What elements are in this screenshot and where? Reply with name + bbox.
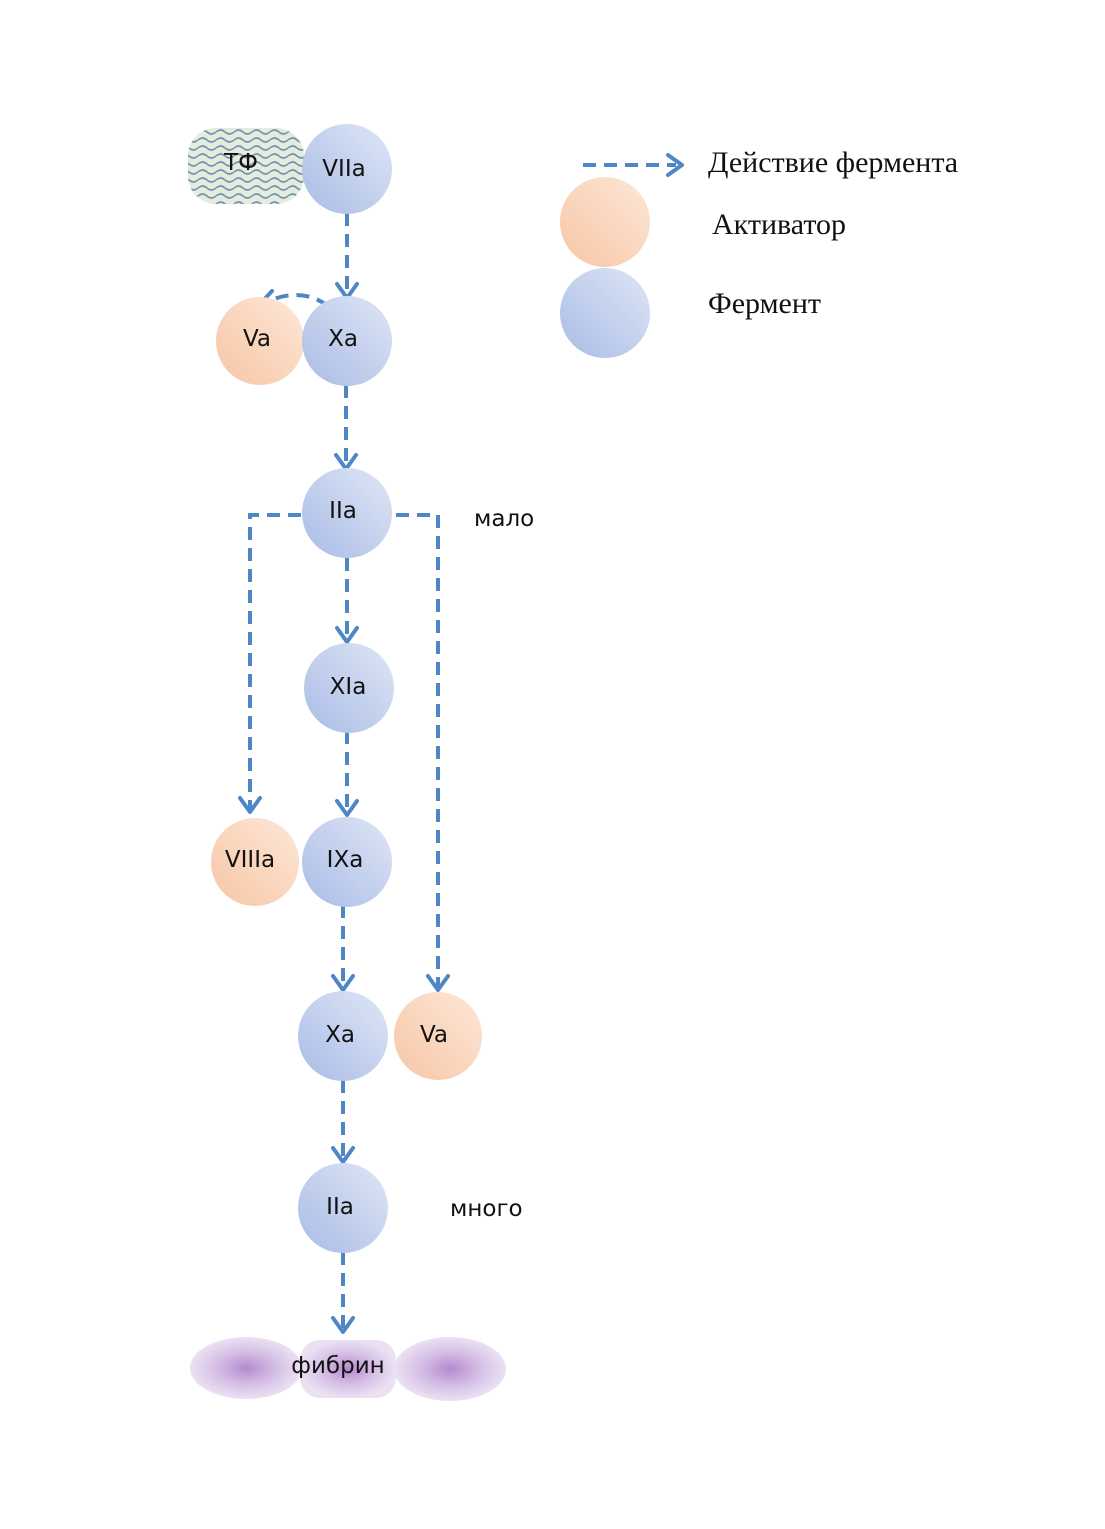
va-top-circle (216, 297, 304, 385)
viia-label: VIIa (322, 156, 365, 182)
iia-bottom-circle (298, 1163, 388, 1253)
arrowhead-xa-bottom (331, 974, 355, 992)
note-much: много (450, 1196, 523, 1222)
fibrin-center-blob (300, 1340, 396, 1398)
tissue-factor-shape (188, 128, 304, 204)
node-ixa: IXa (302, 817, 392, 907)
xa-bottom-label: Xa (325, 1022, 355, 1048)
arrowhead-viiia (238, 796, 262, 814)
xia-circle (304, 643, 394, 733)
ixa-label: IXa (327, 847, 364, 873)
node-viiia: VIIIa (211, 818, 299, 906)
node-va-bottom: Va (394, 992, 482, 1080)
va-bottom-label: Va (420, 1022, 448, 1048)
iia-bottom-label: IIa (326, 1194, 354, 1220)
viiia-label: VIIIa (225, 847, 275, 873)
xa-top-circle (302, 296, 392, 386)
fibrin-left-blob (190, 1337, 302, 1399)
legend: Действие фермента Активатор Фермент (560, 146, 958, 358)
xia-label: XIa (330, 674, 367, 700)
node-va-top: Va (216, 297, 304, 385)
arrow-xa-to-va (261, 293, 330, 308)
arrowhead-va-bottom (426, 974, 450, 992)
ixa-circle (302, 817, 392, 907)
legend-arrowhead (666, 153, 684, 177)
arrowhead-xia (335, 626, 359, 644)
node-viia: VIIa (302, 124, 392, 214)
iia-top-label: IIa (329, 498, 357, 524)
xa-bottom-circle (298, 991, 388, 1081)
viia-circle (302, 124, 392, 214)
va-bottom-circle (394, 992, 482, 1080)
legend-enzyme-swatch (560, 268, 650, 358)
arrows (238, 213, 450, 1334)
fibrin-label: фибрин (291, 1353, 384, 1379)
arrow-iia-to-va (396, 513, 440, 988)
node-tissue-factor: ТФ (188, 128, 304, 204)
node-iia-bottom: IIa (298, 1163, 388, 1253)
legend-activator-label: Активатор (712, 208, 846, 241)
arrowhead-iia-bottom (331, 1146, 355, 1164)
node-xia: XIa (304, 643, 394, 733)
va-top-label: Va (243, 326, 271, 352)
tissue-factor-label: ТФ (223, 150, 258, 176)
note-little: мало (474, 506, 534, 532)
arrowhead-fibrin (331, 1316, 355, 1334)
node-xa-top: Xa (302, 296, 392, 386)
arrow-iia-to-viiia (248, 513, 301, 810)
node-fibrin: фибрин (190, 1337, 506, 1401)
legend-activator-swatch (560, 177, 650, 267)
arrowhead-ixa (335, 799, 359, 817)
fibrin-right-blob (394, 1337, 506, 1401)
xa-top-label: Xa (328, 326, 358, 352)
legend-action-label: Действие фермента (708, 146, 958, 179)
legend-enzyme-label: Фермент (708, 287, 821, 320)
iia-top-circle (302, 468, 392, 558)
viiia-circle (211, 818, 299, 906)
node-iia-top: IIa (302, 468, 392, 558)
node-xa-bottom: Xa (298, 991, 388, 1081)
